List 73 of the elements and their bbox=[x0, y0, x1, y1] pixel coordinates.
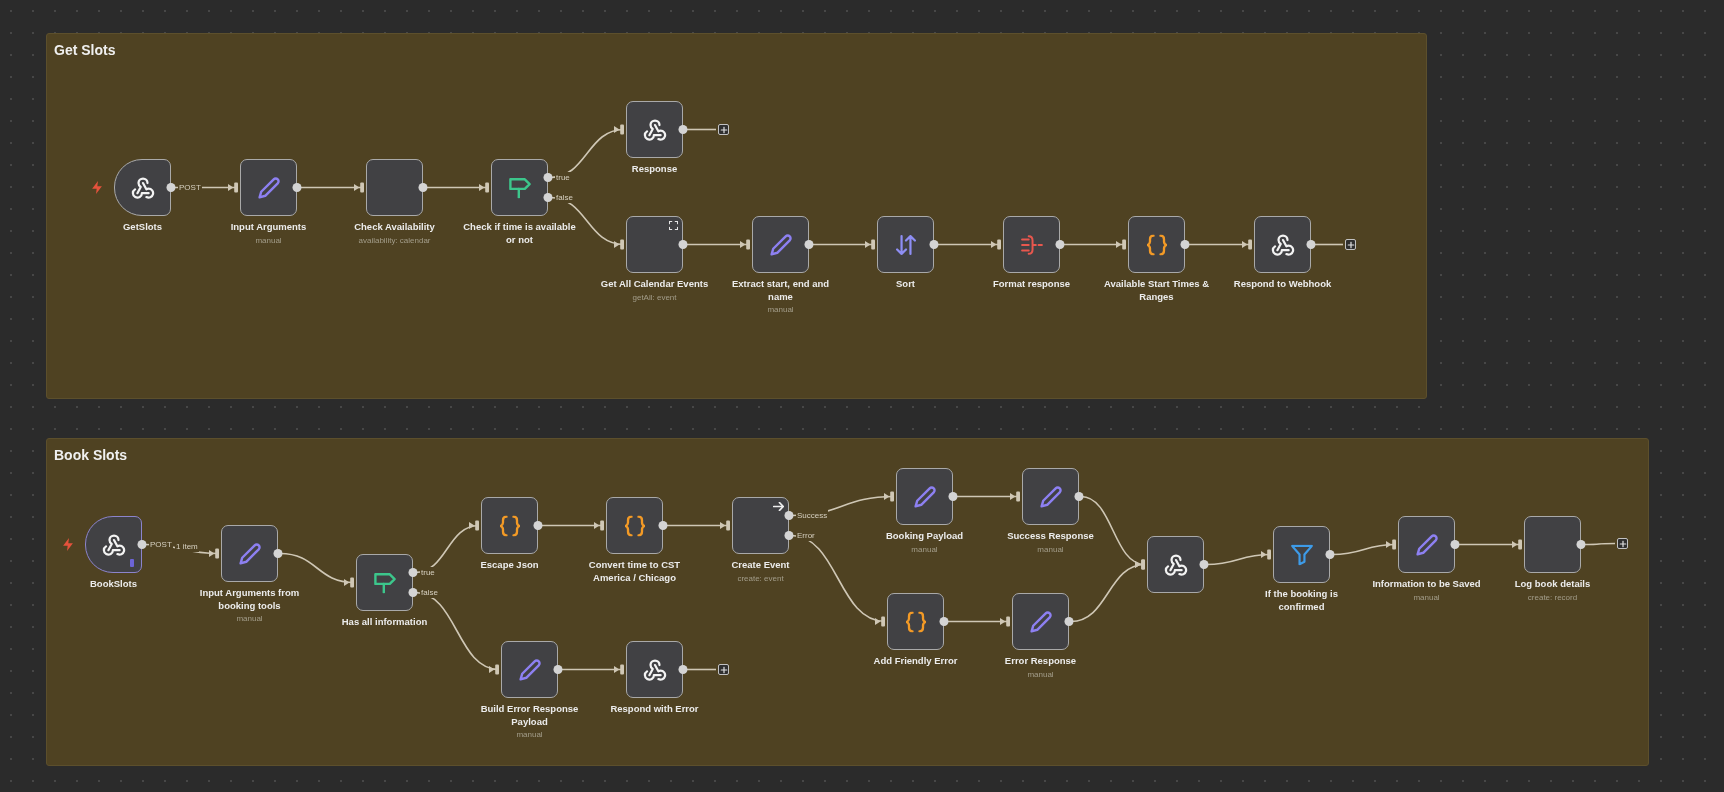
node-title: Extract start, end and name bbox=[730, 278, 831, 303]
arrow bbox=[279, 552, 355, 588]
connector-line bbox=[684, 668, 717, 671]
arrow bbox=[1205, 549, 1272, 566]
node-title: Get All Calendar Events bbox=[600, 278, 709, 291]
group-title: Book Slots bbox=[54, 447, 128, 464]
node-title: Sort bbox=[896, 278, 915, 291]
node-subtitle: manual bbox=[255, 235, 282, 246]
arrow bbox=[1456, 539, 1523, 550]
node-title: Has all information bbox=[341, 616, 428, 629]
node-title: Create Event bbox=[731, 559, 790, 572]
node-title: Format response bbox=[992, 278, 1071, 291]
arrow bbox=[549, 124, 625, 179]
node-title: Error Response bbox=[1004, 655, 1077, 668]
node-title: Booking Payload bbox=[885, 530, 964, 543]
node-title: GetSlots bbox=[122, 221, 163, 234]
arrow bbox=[559, 664, 625, 675]
group-title: Get Slots bbox=[54, 42, 116, 59]
node-title: Respond with Error bbox=[610, 703, 699, 716]
node-subtitle: manual bbox=[236, 614, 263, 624]
node-subtitle: manual bbox=[1413, 592, 1440, 603]
node-subtitle: create: record bbox=[1527, 592, 1578, 603]
workflow-node bbox=[1147, 536, 1204, 593]
node-title: Success Response bbox=[1007, 530, 1094, 543]
group-panel bbox=[46, 438, 1649, 766]
arrow bbox=[1061, 239, 1127, 250]
edge-label: true bbox=[420, 566, 436, 578]
arrow bbox=[424, 182, 490, 193]
group-panel bbox=[46, 33, 1427, 399]
node-subtitle: availability: calendar bbox=[358, 235, 431, 246]
edge-label: true bbox=[555, 171, 571, 183]
node-title: Respond to Webhook bbox=[1233, 278, 1332, 291]
node-title: If the booking is confirmed bbox=[1264, 588, 1339, 613]
arrow bbox=[539, 520, 605, 531]
node-title: Input Arguments from booking tools bbox=[198, 587, 301, 612]
arrow bbox=[549, 196, 625, 250]
arrow bbox=[684, 239, 751, 250]
node-title: Response bbox=[631, 163, 678, 176]
node-title: Available Start Times & Ranges bbox=[1102, 278, 1211, 303]
node-title: Check if time is available or not bbox=[462, 221, 577, 246]
arrow bbox=[664, 520, 731, 531]
connector-line bbox=[1582, 542, 1616, 546]
node-title: Log book details bbox=[1514, 578, 1591, 591]
connector-line bbox=[1312, 243, 1344, 246]
arrow bbox=[1331, 539, 1397, 556]
node-subtitle: manual bbox=[1027, 669, 1054, 680]
arrow bbox=[414, 591, 500, 675]
edge-label: Success bbox=[796, 509, 829, 521]
node-subtitle: create: event bbox=[737, 573, 784, 584]
node-subtitle: getAll: event bbox=[632, 292, 677, 303]
arrow bbox=[935, 239, 1002, 250]
arrow bbox=[810, 239, 876, 250]
item-count-label: 1 item bbox=[175, 541, 199, 552]
connector-line bbox=[684, 128, 717, 131]
arrow bbox=[954, 491, 1021, 502]
node-title: Information to be Saved bbox=[1372, 578, 1481, 591]
node-title: Add Friendly Error bbox=[873, 655, 958, 668]
arrow bbox=[1070, 559, 1146, 623]
arrow bbox=[1186, 239, 1253, 250]
node-title: Escape Json bbox=[480, 559, 539, 572]
node-title: Build Error Response Payload bbox=[479, 703, 580, 728]
node-title: BookSlots bbox=[90, 578, 137, 591]
arrow bbox=[945, 616, 1011, 627]
node-title: Convert time to CST America / Chicago bbox=[587, 559, 682, 584]
node-subtitle: manual bbox=[516, 730, 543, 740]
node-subtitle: manual bbox=[767, 305, 794, 315]
arrow bbox=[790, 534, 886, 627]
node-subtitle: manual bbox=[911, 544, 938, 555]
node-subtitle: manual bbox=[1037, 544, 1064, 555]
node-title: Check Availability bbox=[354, 221, 435, 234]
arrow bbox=[298, 182, 365, 193]
arrow bbox=[414, 520, 480, 574]
node-title: Input Arguments bbox=[230, 221, 307, 234]
